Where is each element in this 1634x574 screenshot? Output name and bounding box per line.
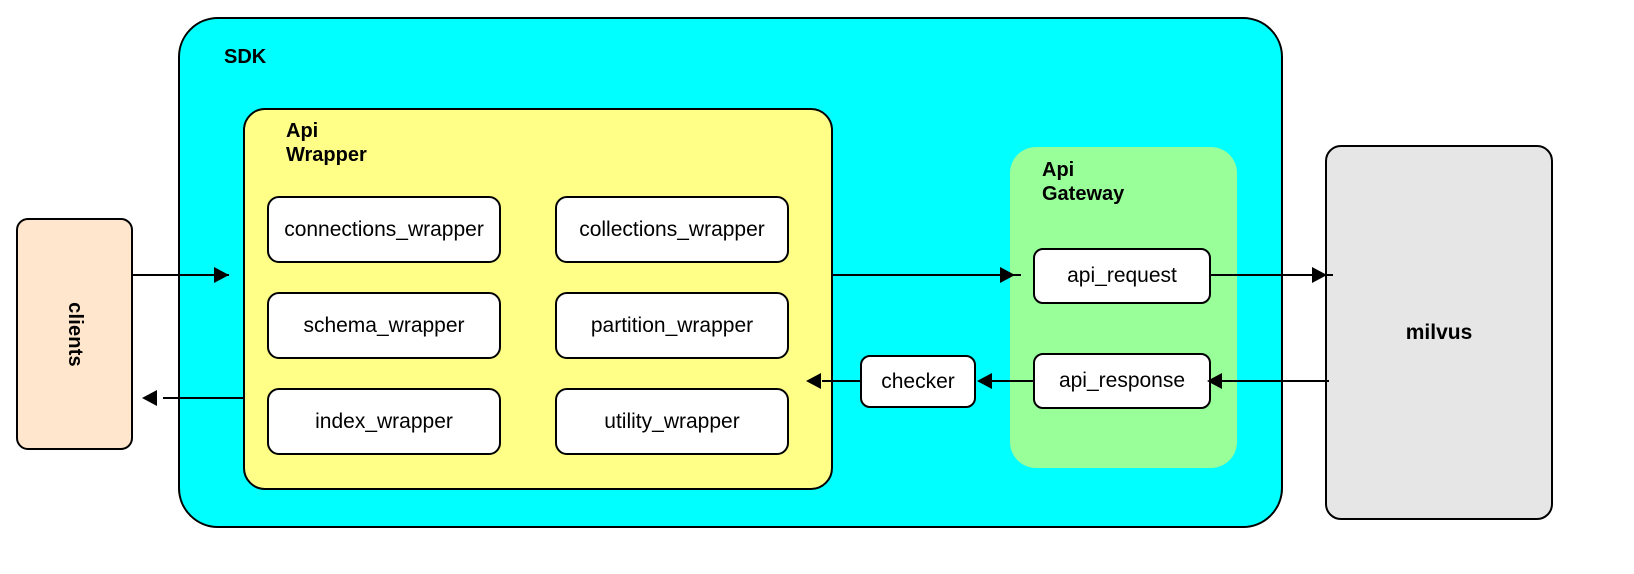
milvus-node[interactable]: milvus	[1325, 145, 1553, 520]
arrowhead-clients-to-sdk	[214, 267, 229, 283]
api-wrapper-label-line1: Api	[286, 120, 319, 142]
edge-api-response-to-checker	[982, 380, 1034, 382]
card-utility-wrapper[interactable]: utility_wrapper	[555, 388, 789, 455]
arrowhead-milvus-to-api-response	[1207, 373, 1222, 389]
clients-label: clients	[63, 301, 86, 367]
api-gateway-container[interactable]: Api Gateway api_request api_response	[1010, 147, 1237, 468]
api-wrapper-container[interactable]: Api Wrapper connections_wrapper collecti…	[243, 108, 833, 490]
api-wrapper-label-line2: Wrapper	[286, 144, 367, 167]
card-api-response[interactable]: api_response	[1033, 353, 1211, 409]
card-schema-wrapper[interactable]: schema_wrapper	[267, 292, 501, 359]
edge-sdk-to-clients	[163, 397, 243, 399]
api-wrapper-label: Api Wrapper	[286, 119, 367, 168]
edge-milvus-to-api-response	[1209, 380, 1329, 382]
milvus-label: milvus	[1405, 320, 1473, 344]
edge-api-wrapper-to-api-request	[833, 274, 1021, 276]
edge-checker-to-api-wrapper	[822, 380, 860, 382]
api-gateway-label-line2: Gateway	[1042, 183, 1125, 206]
arrowhead-api-wrapper-to-api-request	[1000, 267, 1015, 283]
arrowhead-api-request-to-milvus	[1312, 267, 1327, 283]
card-index-wrapper[interactable]: index_wrapper	[267, 388, 501, 455]
card-connections-wrapper[interactable]: connections_wrapper	[267, 196, 501, 263]
api-gateway-label-line1: Api	[1042, 159, 1075, 181]
clients-node[interactable]: clients	[16, 218, 133, 450]
arrowhead-sdk-to-clients	[142, 390, 157, 406]
card-partition-wrapper[interactable]: partition_wrapper	[555, 292, 789, 359]
card-api-request[interactable]: api_request	[1033, 248, 1211, 304]
edge-clients-to-sdk	[133, 274, 229, 276]
edge-api-request-to-milvus	[1209, 274, 1333, 276]
card-collections-wrapper[interactable]: collections_wrapper	[555, 196, 789, 263]
api-gateway-label: Api Gateway	[1042, 158, 1124, 207]
sdk-label: SDK	[224, 46, 267, 68]
arrowhead-api-response-to-checker	[977, 373, 992, 389]
checker-node[interactable]: checker	[860, 355, 976, 408]
arrowhead-checker-to-api-wrapper	[806, 373, 821, 389]
